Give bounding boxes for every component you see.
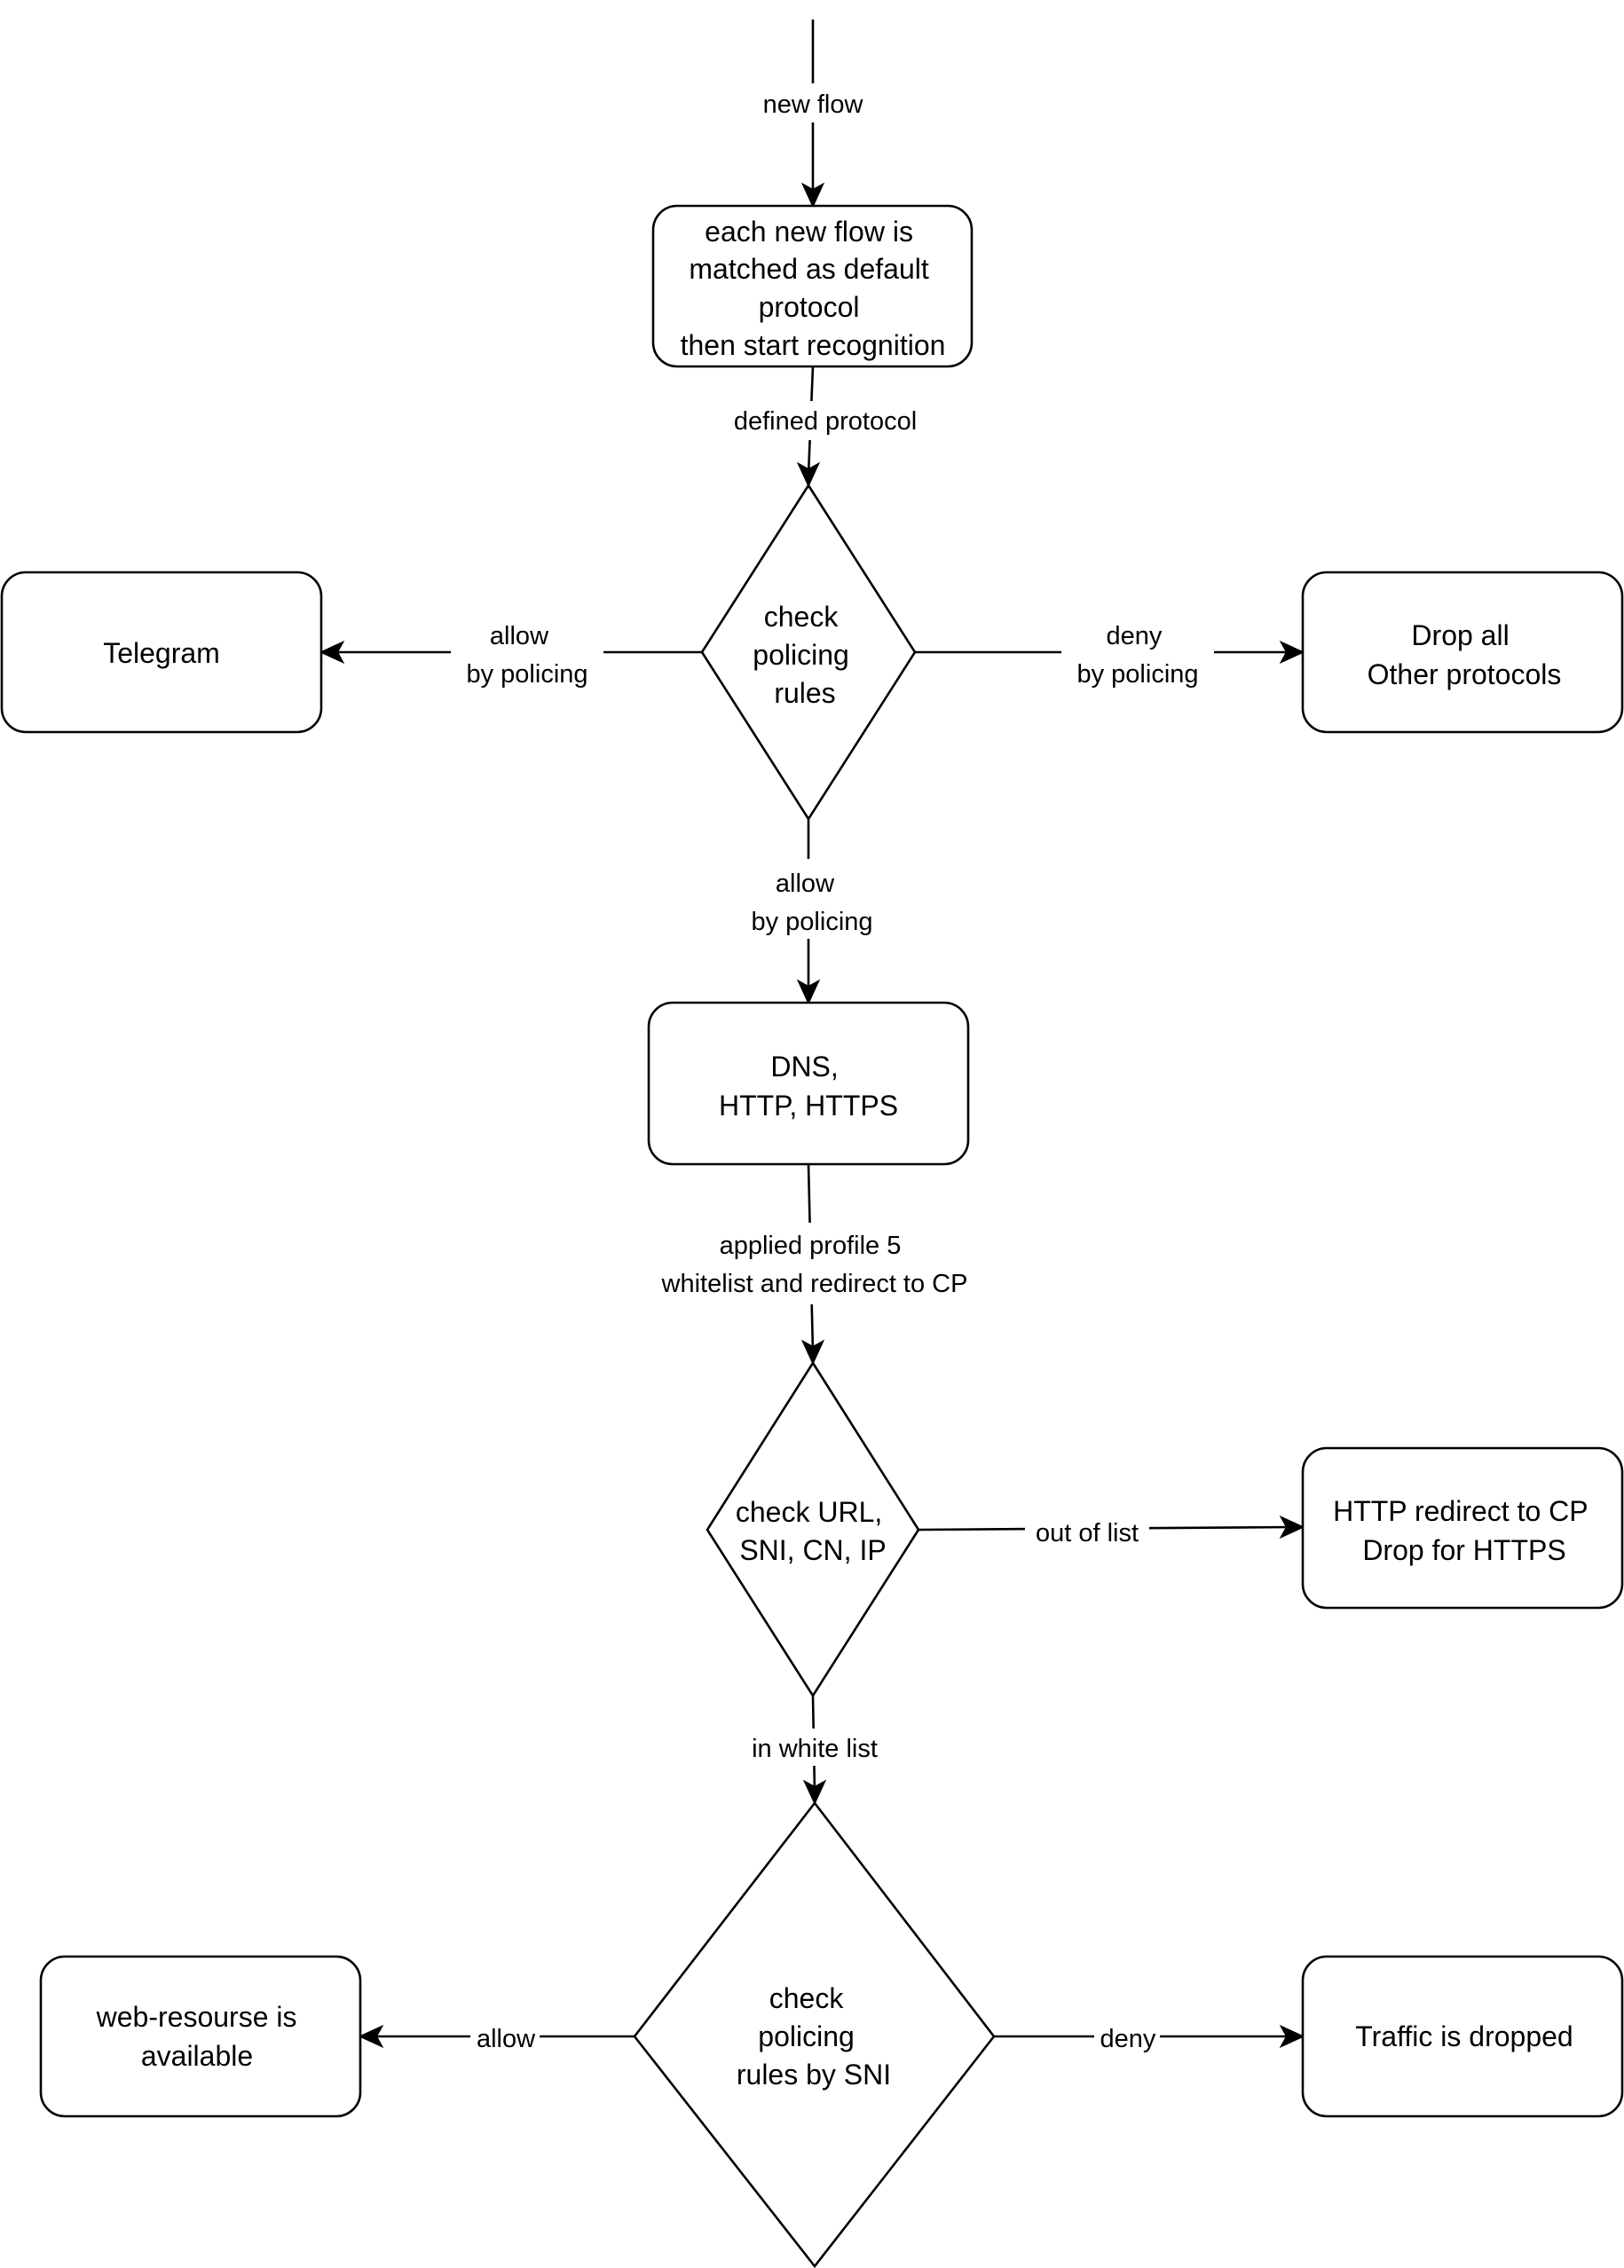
edge-label-allow-dns: allow by policing	[751, 870, 872, 936]
node-traffic-dropped-text: Traffic is dropped	[1355, 2020, 1573, 2052]
edge-deny-drop: deny by policing	[915, 614, 1305, 694]
edge-label-out-of-list: out of list	[1036, 1519, 1139, 1547]
arrowhead	[1279, 1515, 1305, 1540]
edge-label-applied-profile: applied profile 5 whitelist and redirect…	[661, 1232, 968, 1298]
arrowhead	[1279, 2024, 1305, 2049]
edge-defined-protocol: defined protocol	[710, 366, 942, 488]
arrowhead	[1279, 640, 1305, 665]
edge-applied-profile: applied profile 5 whitelist and redirect…	[635, 1163, 990, 1366]
edge-allow-telegram: allow by policing	[319, 614, 702, 694]
node-web-resource-available: web-resourse is available	[39, 1955, 362, 2118]
edge-label-in-white-list: in white list	[752, 1735, 878, 1763]
node-drop-all-text: Drop all Other protocols	[1368, 619, 1562, 690]
node-dns-http-text: DNS, HTTP, HTTPS	[719, 1051, 898, 1122]
edge-allow-dns: allow by policing	[733, 819, 886, 1005]
edge-label-deny-sni: deny	[1100, 2025, 1156, 2053]
arrowhead	[319, 640, 345, 665]
edge-label-new-flow: new flow	[763, 91, 864, 119]
node-decision-policing: check policing rules	[700, 483, 917, 822]
node-decision-sni: check policing rules by SNI	[633, 1800, 996, 2268]
node-telegram-text: Telegram	[103, 637, 220, 669]
arrowhead	[802, 1779, 827, 1806]
node-start-box: each new flow is matched as default prot…	[651, 204, 974, 368]
node-telegram: Telegram	[0, 571, 323, 734]
node-decision-policing-text: check policing rules	[753, 601, 856, 709]
arrowhead	[358, 2024, 384, 2049]
node-dns-http: DNS, HTTP, HTTPS	[647, 1001, 970, 1166]
node-decision-url: check URL, SNI, CN, IP	[706, 1360, 920, 1698]
edge-label-allow-sni: allow	[477, 2025, 536, 2053]
arrowhead	[796, 461, 821, 488]
node-decision-sni-text: check policing rules by SNI	[737, 1982, 891, 2091]
node-redirect: HTTP redirect to CP Drop for HTTPS	[1301, 1446, 1624, 1610]
node-web-resource-available-text: web-resourse is available	[96, 2001, 305, 2072]
arrowhead	[800, 1339, 825, 1366]
edge-label-deny-drop: deny by policing	[1076, 622, 1198, 689]
arrowhead	[796, 979, 821, 1005]
node-redirect-text: HTTP redirect to CP Drop for HTTPS	[1333, 1495, 1596, 1566]
edge-in-white-list: in white list	[737, 1695, 892, 1806]
node-traffic-dropped: Traffic is dropped	[1301, 1955, 1624, 2118]
edge-out-of-list: out of list	[918, 1514, 1305, 1547]
node-drop-all: Drop all Other protocols	[1301, 571, 1624, 734]
node-decision-url-text: check URL, SNI, CN, IP	[736, 1496, 890, 1566]
edge-deny-sni: deny	[994, 2023, 1305, 2055]
node-start-box-text: each new flow is matched as default prot…	[681, 216, 946, 361]
edge-label-allow-telegram: allow by policing	[466, 622, 587, 689]
arrowhead	[800, 182, 825, 209]
edge-label-defined-protocol: defined protocol	[734, 407, 917, 436]
edge-allow-sni: allow	[358, 2023, 635, 2055]
edge-new-flow: new flow	[741, 20, 885, 209]
